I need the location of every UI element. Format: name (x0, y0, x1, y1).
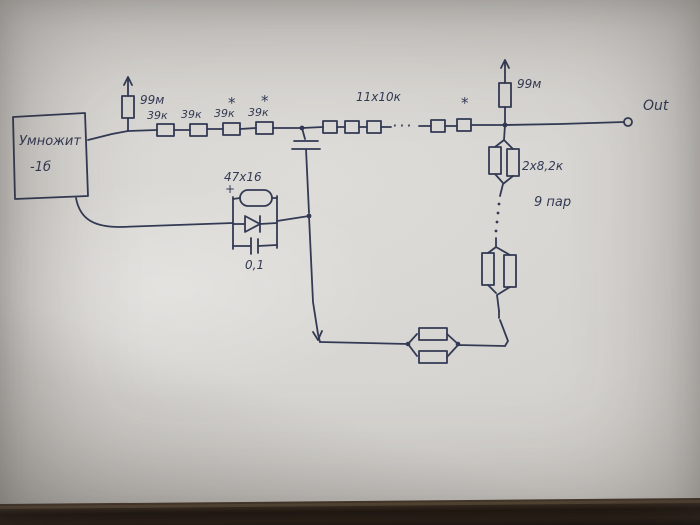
diode-symbol (232, 215, 278, 233)
resistor-ladder: 2х8,2к 9 пар (481, 124, 571, 347)
multiplier-box-label-line2: -1б (30, 160, 51, 175)
output-terminal-ring (623, 117, 633, 127)
multiplier-box-outline (12, 112, 89, 200)
bleeder-left-resistor-body (121, 95, 135, 119)
chain-resistor-5 (456, 118, 472, 132)
chain-label: 11х10к (356, 90, 402, 104)
ladder-pair1-resistor-b (506, 148, 520, 177)
electrolytic-capacitor-body (239, 189, 273, 207)
small-capacitor-label: 0,1 (245, 258, 264, 272)
ladder-pair-value-label: 2х8,2к (522, 159, 564, 173)
bleeder-resistor-right: 99м (498, 59, 541, 126)
junction-dot (405, 341, 411, 347)
electrolytic-capacitor-label: 47х16 (224, 170, 262, 184)
series-resistors-39k: 39к 39к 39к 39к * * (147, 92, 274, 137)
small-capacitor-symbol (232, 237, 278, 255)
down-wire-with-arrow (308, 215, 323, 343)
bottom-pair-resistor-upper (418, 327, 448, 341)
bottom-pair-resistor-lower (418, 350, 448, 364)
bottom-return-wire (319, 327, 506, 364)
filter-right-connector (276, 215, 310, 222)
resistor-39k-1-label: 39к (147, 109, 168, 122)
multiplier-box-label-line1: Умножит (19, 134, 81, 149)
output-terminal: Out (623, 98, 669, 127)
multiplier-box: Умножит -1б (12, 112, 89, 200)
ladder-ellipsis-dot (495, 220, 499, 224)
bottom-wires (319, 333, 506, 358)
main-rail-wire (87, 121, 625, 141)
ladder-pairs-count-label: 9 пар (534, 195, 571, 210)
bleeder-right-label: 99м (517, 77, 541, 91)
left-vertical-branch (291, 125, 323, 343)
star-mark-2: * (261, 92, 269, 110)
output-label: Out (643, 98, 669, 114)
resistor-39k-2 (189, 123, 208, 137)
junction-dot (455, 341, 461, 347)
chain-resistor-1 (322, 120, 338, 134)
ladder-pair2-resistor-a (481, 252, 495, 286)
switch-symbol (498, 310, 509, 347)
resistor-39k-1 (156, 123, 175, 137)
junction-dot (502, 122, 508, 128)
filter-combo: + 47х16 0,1 (75, 170, 310, 272)
bleeder-left-wire-arrow (123, 76, 133, 132)
ladder-ellipsis-dot (496, 211, 500, 215)
chain-resistor-2 (344, 120, 360, 134)
chain-resistor-3 (366, 120, 382, 134)
bleeder-right-resistor-body (498, 82, 512, 108)
filter-left-connector (75, 197, 234, 228)
resistor-39k-4 (255, 121, 274, 135)
coupling-capacitor (291, 127, 321, 214)
chain-resistor-4 (430, 119, 446, 133)
bleeder-right-wire-arrow (500, 59, 510, 126)
resistor-39k-3 (222, 122, 241, 136)
bleeder-left-label: 99м (140, 93, 164, 107)
chain-resistors-10k: ··· 11х10к * (322, 90, 472, 135)
chain-ellipsis: ··· (392, 116, 413, 135)
polarity-plus-label: + (225, 182, 235, 196)
star-mark-1: * (228, 94, 236, 112)
star-mark-3: * (461, 94, 469, 112)
resistor-39k-4-label: 39к (248, 106, 269, 119)
ladder-pair2-resistor-b (503, 254, 517, 288)
ladder-ellipsis-dot (494, 229, 498, 233)
ladder-pair1-resistor-a (488, 146, 502, 175)
ladder-wires (487, 124, 514, 312)
bleeder-resistor-left: 99м (121, 76, 164, 132)
resistor-39k-3-label: 39к (214, 107, 235, 120)
ladder-ellipsis-dot (497, 202, 501, 206)
resistor-39k-2-label: 39к (181, 108, 202, 121)
